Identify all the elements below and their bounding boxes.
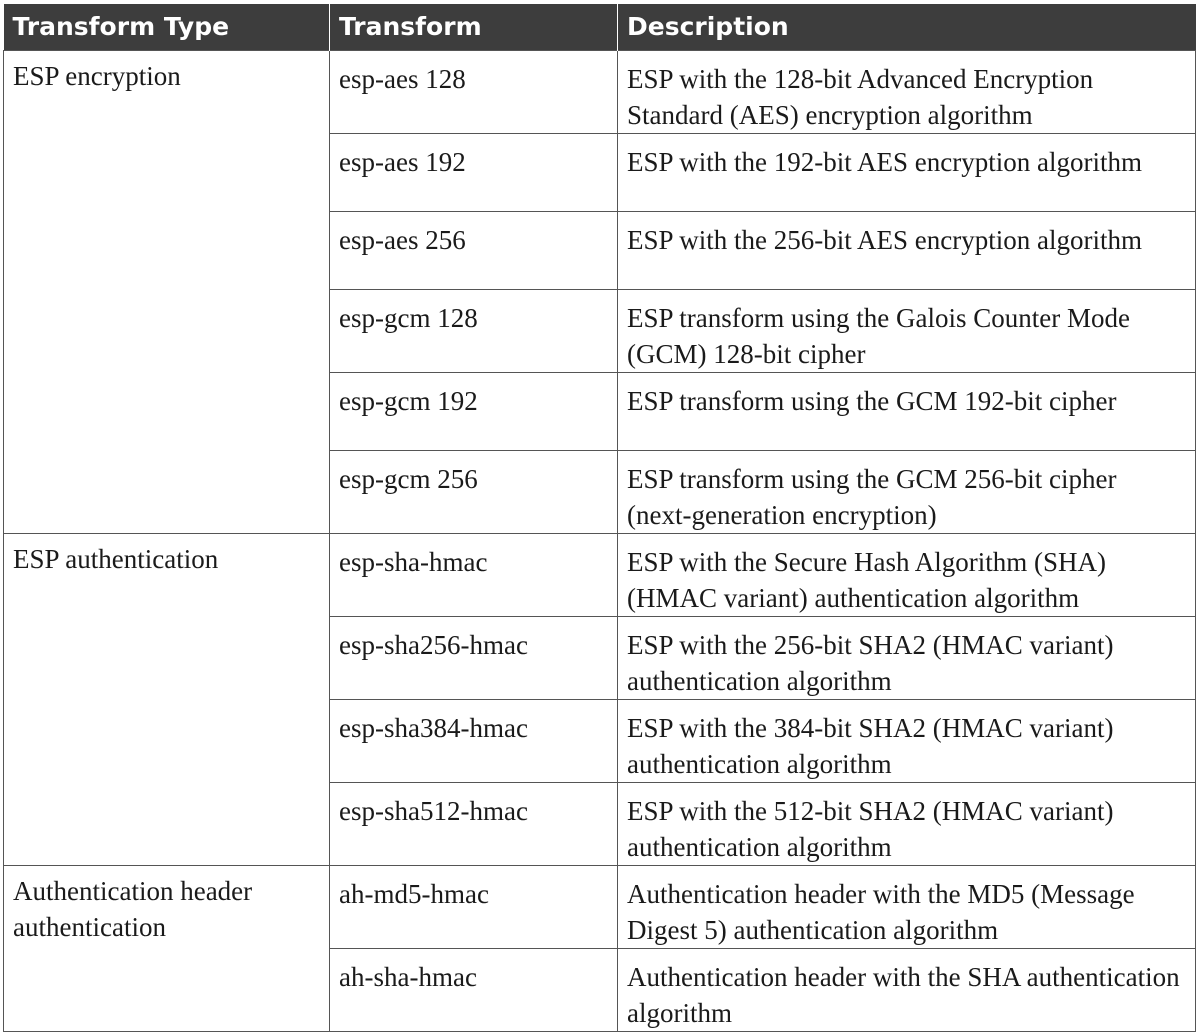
transform-table: Transform Type Transform Description ESP… <box>3 4 1196 1032</box>
transform-cell: esp-sha384-hmac <box>329 698 618 783</box>
description-cell: ESP with the 256-bit SHA2 (HMAC variant)… <box>617 615 1196 700</box>
header-description: Description <box>617 4 1196 50</box>
table-row: esp-gcm 256 ESP transform using the GCM … <box>4 449 1196 534</box>
description-cell: ESP with the Secure Hash Algorithm (SHA)… <box>617 532 1196 617</box>
transform-cell: ah-md5-hmac <box>329 864 618 949</box>
transform-cell: esp-gcm 128 <box>329 288 618 373</box>
description-cell: ESP transform using the Galois Counter M… <box>617 288 1196 373</box>
description-cell: ESP transform using the GCM 192-bit ciph… <box>617 371 1196 451</box>
table-row: esp-sha256-hmac ESP with the 256-bit SHA… <box>4 615 1196 700</box>
table-row: ESP encryption esp-aes 128 ESP with the … <box>3 49 1196 534</box>
transform-type-cell: Authentication header authentication <box>3 864 330 1032</box>
description-cell: Authentication header with the SHA authe… <box>617 947 1196 1032</box>
description-cell: ESP with the 192-bit AES encryption algo… <box>617 132 1196 212</box>
table-header: Transform Type Transform Description <box>3 4 1196 50</box>
transform-cell: esp-aes 128 <box>329 49 618 134</box>
header-transform-type: Transform Type <box>3 4 330 50</box>
table-row: esp-sha512-hmac ESP with the 512-bit SHA… <box>4 781 1196 866</box>
transform-cell: esp-gcm 256 <box>329 449 618 534</box>
description-cell: ESP with the 128-bit Advanced Encryption… <box>617 49 1196 134</box>
table-row: esp-sha384-hmac ESP with the 384-bit SHA… <box>4 698 1196 783</box>
description-cell: ESP with the 384-bit SHA2 (HMAC variant)… <box>617 698 1196 783</box>
table-row: Authentication header authentication ah-… <box>3 864 1196 1032</box>
transform-cell: ah-sha-hmac <box>329 947 618 1032</box>
description-cell: Authentication header with the MD5 (Mess… <box>617 864 1196 949</box>
table-row: esp-aes 192 ESP with the 192-bit AES enc… <box>4 132 1196 212</box>
transform-cell: esp-aes 192 <box>329 132 618 212</box>
table-row: esp-gcm 192 ESP transform using the GCM … <box>4 371 1196 451</box>
transform-cell: esp-gcm 192 <box>329 371 618 451</box>
description-cell: ESP with the 512-bit SHA2 (HMAC variant)… <box>617 781 1196 866</box>
transform-cell: esp-aes 256 <box>329 210 618 290</box>
table-body: ESP encryption esp-aes 128 ESP with the … <box>3 49 1196 1032</box>
header-row: Transform Type Transform Description <box>3 4 1196 50</box>
transform-cell: esp-sha256-hmac <box>329 615 618 700</box>
table-row: esp-gcm 128 ESP transform using the Galo… <box>4 288 1196 373</box>
transform-cell: esp-sha512-hmac <box>329 781 618 866</box>
table-row: ESP authentication esp-sha-hmac ESP with… <box>3 532 1196 866</box>
description-cell: ESP with the 256-bit AES encryption algo… <box>617 210 1196 290</box>
transform-type-cell: ESP encryption <box>3 49 330 534</box>
transform-cell: esp-sha-hmac <box>329 532 618 617</box>
transform-type-cell: ESP authentication <box>3 532 330 866</box>
description-cell: ESP transform using the GCM 256-bit ciph… <box>617 449 1196 534</box>
header-transform: Transform <box>329 4 618 50</box>
